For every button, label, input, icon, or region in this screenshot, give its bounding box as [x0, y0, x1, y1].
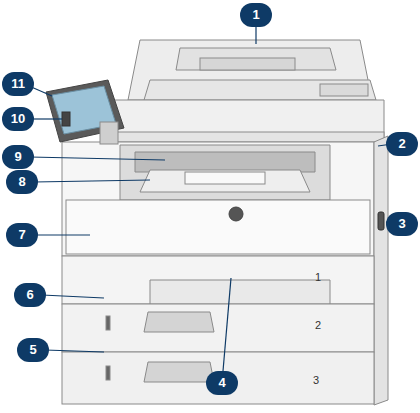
tray-number: 3 [313, 374, 319, 387]
callout-number: 7 [6, 223, 38, 247]
tray-number: 1 [315, 271, 321, 284]
callout-number: 11 [2, 72, 34, 96]
callout-number: 2 [386, 132, 418, 156]
callout-number: 8 [6, 170, 38, 194]
callout-number: 3 [386, 212, 418, 236]
callout-number: 6 [14, 283, 46, 307]
tray-number: 2 [315, 319, 321, 332]
callout-number: 10 [2, 107, 34, 131]
callout-number: 5 [17, 338, 49, 362]
callout-number: 4 [206, 371, 238, 395]
callout-number: 9 [2, 145, 34, 169]
callout-number: 1 [240, 3, 272, 27]
